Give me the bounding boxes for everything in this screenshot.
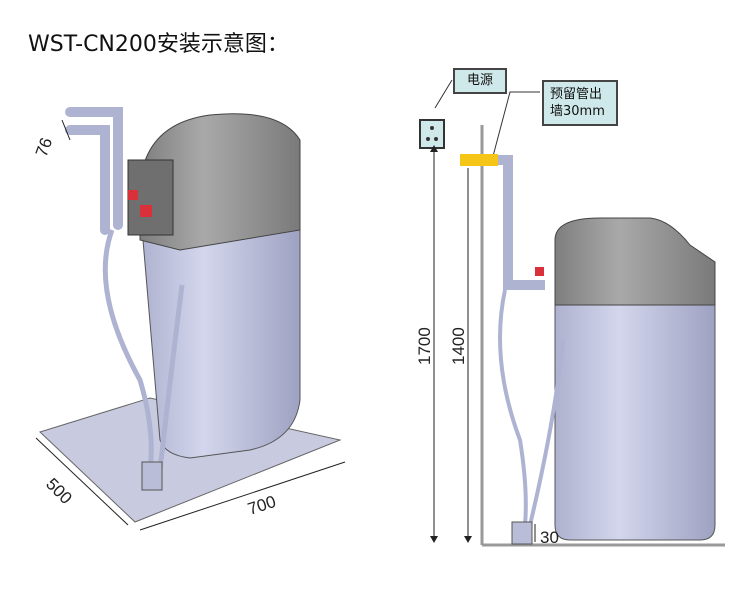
right-drain-cup [511,521,533,545]
pipe-callout-leader [491,91,540,161]
pipe-label: 预留管出墙30mm [550,87,605,119]
yellow-pipe-marker [460,154,498,166]
right-cabinet-top [554,217,716,306]
arrow-head-icon [464,536,472,543]
right-cabinet-body [554,299,716,541]
power-callout-leader [434,79,453,109]
right-drain-hoses [498,289,565,526]
pipe-callout: 预留管出墙30mm [542,80,618,126]
valve-red-2 [140,205,152,217]
power-socket-icon [419,119,445,149]
inlet-pipes [65,107,123,235]
dim-label-1400: 1400 [449,327,468,365]
left-isometric-view: 76 500 700 [32,107,346,531]
dim-label-1700: 1700 [415,327,434,365]
valve-red-1 [128,190,138,200]
arrow-head-icon [430,536,438,543]
drain-cup [141,461,163,491]
cabinet-top [139,113,301,251]
arrow-head-icon [430,145,438,152]
dim-label-30: 30 [540,528,559,547]
dim-label-76: 76 [32,135,56,159]
dim-label-500: 500 [42,474,75,507]
dim-line-76 [61,119,71,141]
page-title: WST-CN200安装示意图： [28,32,289,57]
right-valve-red [535,267,544,276]
power-label: 电源 [466,73,493,88]
power-callout: 电源 [453,68,507,94]
dim-label-700: 700 [245,492,278,519]
dim-line-500 [35,437,129,526]
right-side-view: 1700 1400 30 [415,79,725,547]
right-inlet-pipe [462,155,545,290]
dim-line-700 [139,461,346,531]
drain-hoses [102,229,185,471]
